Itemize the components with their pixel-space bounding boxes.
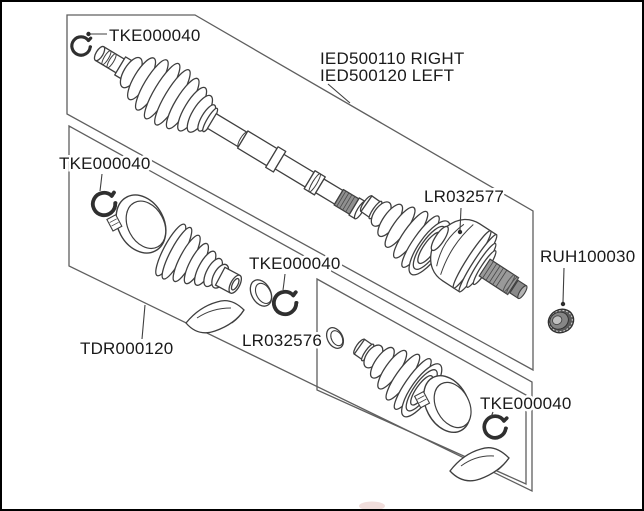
assembly-box-outline bbox=[66, 14, 534, 372]
hub-nut bbox=[547, 308, 575, 334]
inner-kit-cv-boot bbox=[353, 338, 443, 418]
snap-ring-3 bbox=[269, 286, 303, 319]
snap-ring-1 bbox=[67, 31, 97, 60]
inner-cv-boot bbox=[119, 56, 219, 133]
label-hub-nut: RUH100030 bbox=[540, 247, 635, 266]
leader-lines bbox=[86, 31, 566, 418]
label-snap-ring-mid: TKE000040 bbox=[249, 254, 341, 273]
axle-shaft bbox=[206, 113, 367, 220]
grease-sachet bbox=[185, 299, 245, 334]
label-inner-kit: LR032576 bbox=[242, 331, 322, 350]
halfshaft-assembly bbox=[93, 45, 367, 220]
watermark-smudge bbox=[359, 501, 385, 509]
boot-kit-large-clamp bbox=[106, 194, 167, 254]
label-snap-ring-kit: TKE000040 bbox=[59, 154, 151, 173]
boot-kit-cv-boot bbox=[155, 223, 243, 294]
label-snap-ring-top: TKE000040 bbox=[109, 26, 201, 45]
outer-cv-joint bbox=[430, 218, 528, 300]
label-snap-ring-inner: TKE000040 bbox=[480, 394, 572, 413]
label-boot-kit: TDR000120 bbox=[80, 339, 173, 358]
boot-kit-small-clamp bbox=[249, 279, 273, 307]
boot-kit-box-outline bbox=[68, 124, 533, 493]
inner-kit-box-outline bbox=[316, 277, 527, 486]
snap-ring-4 bbox=[479, 409, 513, 444]
label-assembly-right: IED500110 RIGHT bbox=[320, 49, 464, 68]
inboard-stub-shaft bbox=[93, 45, 134, 81]
snap-ring-2 bbox=[89, 187, 121, 219]
inner-kit-grease-sachet bbox=[449, 447, 510, 482]
inner-kit-large-clamp bbox=[413, 375, 472, 433]
label-outer-cv-joint: LR032577 bbox=[424, 187, 504, 206]
inner-kit-small-clamp bbox=[325, 327, 345, 349]
label-assembly-left: IED500120 LEFT bbox=[320, 66, 454, 85]
